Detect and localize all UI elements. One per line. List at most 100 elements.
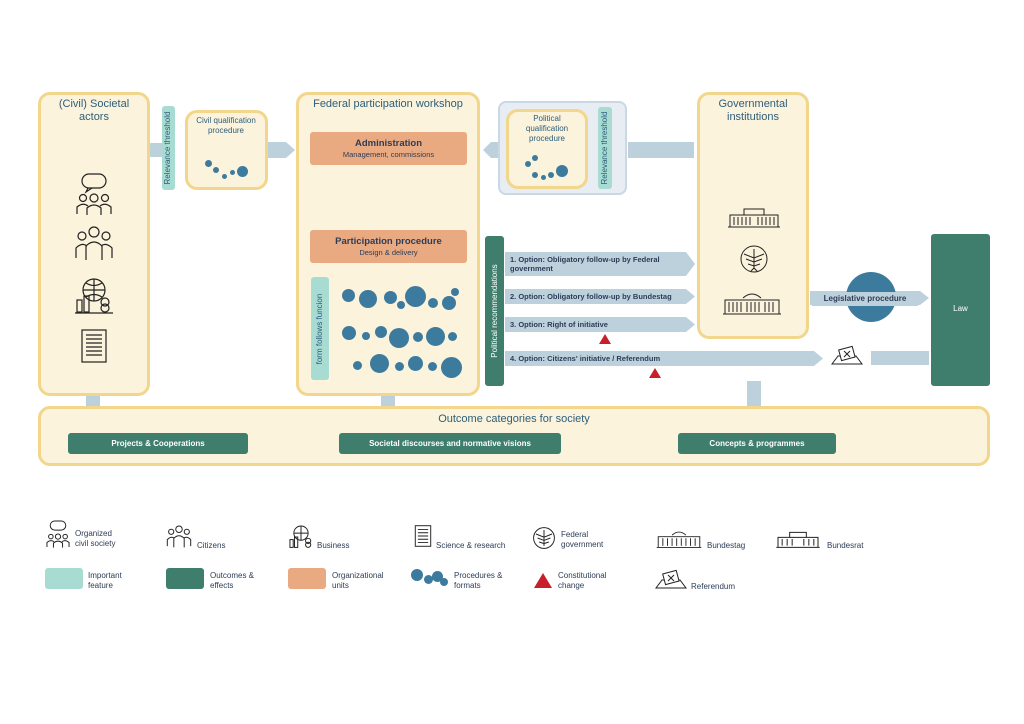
procedure-dot	[548, 172, 554, 178]
procedure-dot	[205, 160, 212, 167]
procedure-dot	[532, 155, 538, 161]
procedure-dot	[448, 332, 457, 341]
procedure-dot	[353, 361, 362, 370]
form-follows-bar	[311, 277, 329, 380]
legend-swatch-org-units	[288, 568, 326, 589]
procedure-dot	[359, 290, 377, 308]
procedure-dot	[362, 332, 370, 340]
legend-constitutional: Constitutional change	[558, 571, 607, 590]
constitutional-change-icon	[599, 334, 611, 344]
procedure-dot	[441, 357, 462, 378]
eagle-icon	[740, 245, 768, 273]
participation-box: Participation procedure Design & deliver…	[310, 230, 467, 263]
legend-important: Important feature	[88, 571, 122, 590]
procedure-dot	[213, 167, 219, 173]
procedure-dot	[532, 172, 538, 178]
procedure-dot	[405, 286, 426, 307]
legend-procedure-dot	[440, 578, 448, 586]
political-recommendations-bar	[485, 236, 504, 386]
procedure-dot	[384, 291, 397, 304]
political-qualification-title: Political qualification procedure	[525, 114, 569, 143]
procedure-dot	[222, 174, 227, 179]
outcome-item-projects: Projects & Cooperations	[68, 433, 248, 454]
law-box	[931, 234, 990, 386]
relevance-threshold-civil	[162, 106, 175, 190]
political-recommendations-label: Political recommendations	[490, 264, 499, 358]
relevance-threshold-political	[598, 107, 612, 189]
legend-business: Business	[317, 541, 350, 550]
administration-subtitle: Management, commissions	[342, 150, 435, 159]
legend-science: Science & research	[436, 541, 506, 550]
procedure-dot	[428, 298, 438, 308]
bundestag-icon	[723, 293, 781, 315]
legend-org-units: Organizational units	[332, 571, 384, 590]
procedure-dot	[389, 328, 409, 348]
procedure-dot	[237, 166, 248, 177]
procedure-dot	[375, 326, 387, 338]
option-3-arrow: 3. Option: Right of initiative	[505, 317, 695, 332]
business-icon	[75, 278, 113, 314]
procedure-dot	[451, 288, 459, 296]
outcome-item-concepts: Concepts & programmes	[678, 433, 836, 454]
outcome-title: Outcome categories for society	[438, 413, 590, 425]
document-icon	[81, 329, 107, 363]
legend-citizens: Citizens	[197, 541, 226, 550]
political-qualification-panel	[506, 109, 588, 189]
procedure-dot	[541, 175, 546, 180]
administration-box: Administration Management, commissions	[310, 132, 467, 165]
option-2-arrow: 2. Option: Obligatory follow-up by Bunde…	[505, 289, 695, 304]
legend-federal-gov: Federal government	[561, 530, 604, 549]
procedure-dot	[395, 362, 404, 371]
procedure-dot	[342, 289, 355, 302]
participation-title: Participation procedure	[335, 236, 442, 247]
legend-procedure-dot	[411, 569, 423, 581]
option-4-arrow: 4. Option: Citizens' initiative / Refere…	[505, 351, 823, 366]
legislative-procedure-label: Legislative procedure	[812, 292, 918, 306]
procedure-dot	[556, 165, 568, 177]
document-icon	[414, 525, 432, 547]
legend-procedures: Procedures & formats	[454, 571, 503, 590]
procedure-dot	[397, 301, 405, 309]
legend-referendum: Referendum	[691, 582, 736, 591]
speech-bubble-group-icon	[46, 520, 70, 548]
legend-outcomes: Outcomes & effects	[210, 571, 255, 590]
relevance-threshold-civil-label: Relevance threshold	[163, 111, 172, 185]
civil-actors-title: (Civil) Societal actors	[58, 98, 130, 123]
procedure-dot	[342, 326, 356, 340]
procedure-dot	[442, 296, 456, 310]
legend-bundestag: Bundestag	[707, 541, 746, 550]
constitutional-change-icon	[534, 573, 552, 588]
legend-procedure-dot	[432, 571, 443, 582]
outcome-item-discourses: Societal discourses and normative vision…	[339, 433, 561, 454]
procedure-dot	[370, 354, 389, 373]
procedure-dot	[426, 327, 445, 346]
ballot-icon	[655, 569, 687, 589]
citizens-icon	[75, 226, 113, 260]
ballot-icon	[831, 345, 863, 365]
federal-workshop-title: Federal participation workshop	[313, 98, 463, 110]
relevance-threshold-political-label: Relevance threshold	[600, 111, 609, 185]
eagle-icon	[533, 527, 555, 549]
legend-procedure-dot	[424, 575, 433, 584]
legend-organized-civil: Organized civil society	[75, 529, 116, 548]
administration-title: Administration	[354, 138, 423, 149]
governmental-title: Governmental institutions	[718, 98, 788, 123]
civil-actors-panel	[38, 92, 150, 396]
bundestag-icon	[656, 531, 702, 548]
legend-swatch-important	[45, 568, 83, 589]
legend-swatch-outcomes	[166, 568, 204, 589]
bundesrat-icon	[776, 531, 820, 548]
procedure-dot	[525, 161, 531, 167]
civil-qualification-title: Civil qualification procedure	[196, 116, 256, 135]
procedure-dot	[428, 362, 437, 371]
constitutional-change-icon	[649, 368, 661, 378]
law-label: Law	[953, 304, 968, 313]
bundesrat-icon	[728, 208, 780, 228]
speech-bubble-group-icon	[76, 173, 112, 215]
procedure-dot	[230, 170, 235, 175]
option-1-arrow: 1. Option: Obligatory follow-up by Feder…	[505, 252, 695, 276]
business-icon	[289, 525, 312, 548]
participation-subtitle: Design & delivery	[359, 248, 418, 257]
procedure-dot	[408, 356, 423, 371]
citizens-icon	[166, 525, 192, 548]
